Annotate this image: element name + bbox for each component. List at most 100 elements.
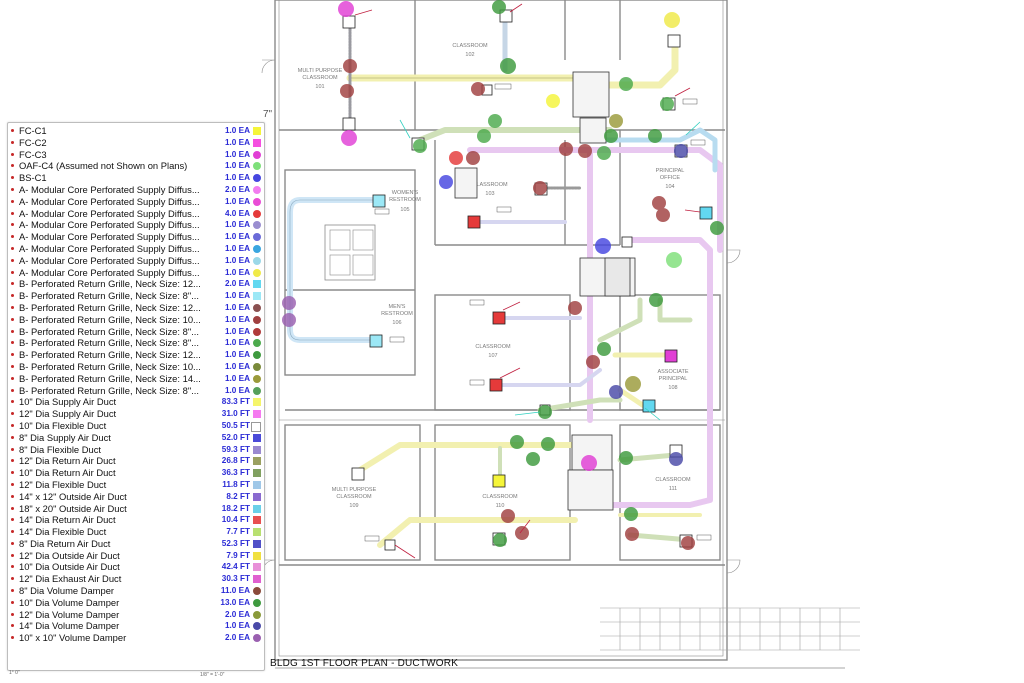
expand-arrow-icon[interactable] bbox=[11, 282, 14, 286]
legend-item[interactable]: B- Perforated Return Grille, Neck Size: … bbox=[8, 349, 264, 361]
expand-arrow-icon[interactable] bbox=[11, 589, 14, 593]
expand-arrow-icon[interactable] bbox=[11, 577, 14, 581]
expand-arrow-icon[interactable] bbox=[11, 341, 14, 345]
expand-arrow-icon[interactable] bbox=[11, 364, 14, 368]
legend-item[interactable]: A- Modular Core Perforated Supply Diffus… bbox=[8, 267, 264, 279]
legend-item-name: 12" Dia Volume Damper bbox=[19, 608, 120, 620]
legend-item[interactable]: B- Perforated Return Grille, Neck Size: … bbox=[8, 278, 264, 290]
legend-item-name: 12" Dia Outside Air Duct bbox=[19, 549, 120, 561]
expand-arrow-icon[interactable] bbox=[11, 482, 14, 486]
expand-arrow-icon[interactable] bbox=[11, 152, 14, 156]
expand-arrow-icon[interactable] bbox=[11, 471, 14, 475]
color-swatch-icon bbox=[251, 421, 261, 432]
expand-arrow-icon[interactable] bbox=[11, 435, 14, 439]
expand-arrow-icon[interactable] bbox=[11, 400, 14, 404]
expand-arrow-icon[interactable] bbox=[11, 494, 14, 498]
expand-arrow-icon[interactable] bbox=[11, 612, 14, 616]
leader-lines bbox=[354, 3, 701, 559]
expand-arrow-icon[interactable] bbox=[11, 176, 14, 180]
legend-item[interactable]: B- Perforated Return Grille, Neck Size: … bbox=[8, 290, 264, 302]
legend-item[interactable]: B- Perforated Return Grille, Neck Size: … bbox=[8, 373, 264, 385]
expand-arrow-icon[interactable] bbox=[11, 447, 14, 451]
legend-item-quantity: 52.0 FT bbox=[221, 432, 250, 442]
expand-arrow-icon[interactable] bbox=[11, 376, 14, 380]
expand-arrow-icon[interactable] bbox=[11, 223, 14, 227]
legend-item[interactable]: B- Perforated Return Grille, Neck Size: … bbox=[8, 337, 264, 349]
expand-arrow-icon[interactable] bbox=[11, 553, 14, 557]
expand-arrow-icon[interactable] bbox=[11, 258, 14, 262]
expand-arrow-icon[interactable] bbox=[11, 246, 14, 250]
expand-arrow-icon[interactable] bbox=[11, 459, 14, 463]
expand-arrow-icon[interactable] bbox=[11, 530, 14, 534]
expand-arrow-icon[interactable] bbox=[11, 353, 14, 357]
diffuser bbox=[664, 349, 678, 363]
expand-arrow-icon[interactable] bbox=[11, 423, 14, 427]
legend-item[interactable]: A- Modular Core Perforated Supply Diffus… bbox=[8, 243, 264, 255]
legend-item[interactable]: A- Modular Core Perforated Supply Diffus… bbox=[8, 184, 264, 196]
expand-arrow-icon[interactable] bbox=[11, 164, 14, 168]
legend-item[interactable]: A- Modular Core Perforated Supply Diffus… bbox=[8, 231, 264, 243]
legend-item[interactable]: B- Perforated Return Grille, Neck Size: … bbox=[8, 302, 264, 314]
expand-arrow-icon[interactable] bbox=[11, 565, 14, 569]
legend-item[interactable]: A- Modular Core Perforated Supply Diffus… bbox=[8, 219, 264, 231]
legend-item[interactable]: OAF-C4 (Assumed not Shown on Plans)1.0 E… bbox=[8, 160, 264, 172]
expand-arrow-icon[interactable] bbox=[11, 317, 14, 321]
expand-arrow-icon[interactable] bbox=[11, 129, 14, 132]
legend-item-quantity: 1.0 EA bbox=[224, 302, 250, 312]
legend-item[interactable]: B- Perforated Return Grille, Neck Size: … bbox=[8, 326, 264, 338]
expand-arrow-icon[interactable] bbox=[11, 305, 14, 309]
expand-arrow-icon[interactable] bbox=[11, 140, 14, 144]
expand-arrow-icon[interactable] bbox=[11, 294, 14, 298]
expand-arrow-icon[interactable] bbox=[11, 636, 14, 640]
legend-item[interactable]: A- Modular Core Perforated Supply Diffus… bbox=[8, 255, 264, 267]
expand-arrow-icon[interactable] bbox=[11, 329, 14, 333]
legend-item[interactable]: B- Perforated Return Grille, Neck Size: … bbox=[8, 361, 264, 373]
expand-arrow-icon[interactable] bbox=[11, 506, 14, 510]
expand-arrow-icon[interactable] bbox=[11, 187, 14, 191]
color-swatch-icon bbox=[253, 162, 261, 171]
expand-arrow-icon[interactable] bbox=[11, 211, 14, 215]
expand-arrow-icon[interactable] bbox=[11, 235, 14, 239]
expand-arrow-icon[interactable] bbox=[11, 518, 14, 522]
legend-item[interactable]: A- Modular Core Perforated Supply Diffus… bbox=[8, 208, 264, 220]
expand-arrow-icon[interactable] bbox=[11, 624, 14, 628]
room-label: CLASSROOM bbox=[482, 494, 518, 500]
expand-arrow-icon[interactable] bbox=[11, 600, 14, 604]
legend-item[interactable]: B- Perforated Return Grille, Neck Size: … bbox=[8, 314, 264, 326]
legend-item[interactable]: A- Modular Core Perforated Supply Diffus… bbox=[8, 196, 264, 208]
expand-arrow-icon[interactable] bbox=[11, 388, 14, 392]
expand-arrow-icon[interactable] bbox=[11, 199, 14, 203]
color-swatch-icon bbox=[253, 469, 261, 478]
expand-arrow-icon[interactable] bbox=[11, 541, 14, 545]
expand-arrow-icon[interactable] bbox=[11, 412, 14, 416]
legend-item[interactable]: B- Perforated Return Grille, Neck Size: … bbox=[8, 385, 264, 397]
expand-arrow-icon[interactable] bbox=[11, 270, 14, 274]
